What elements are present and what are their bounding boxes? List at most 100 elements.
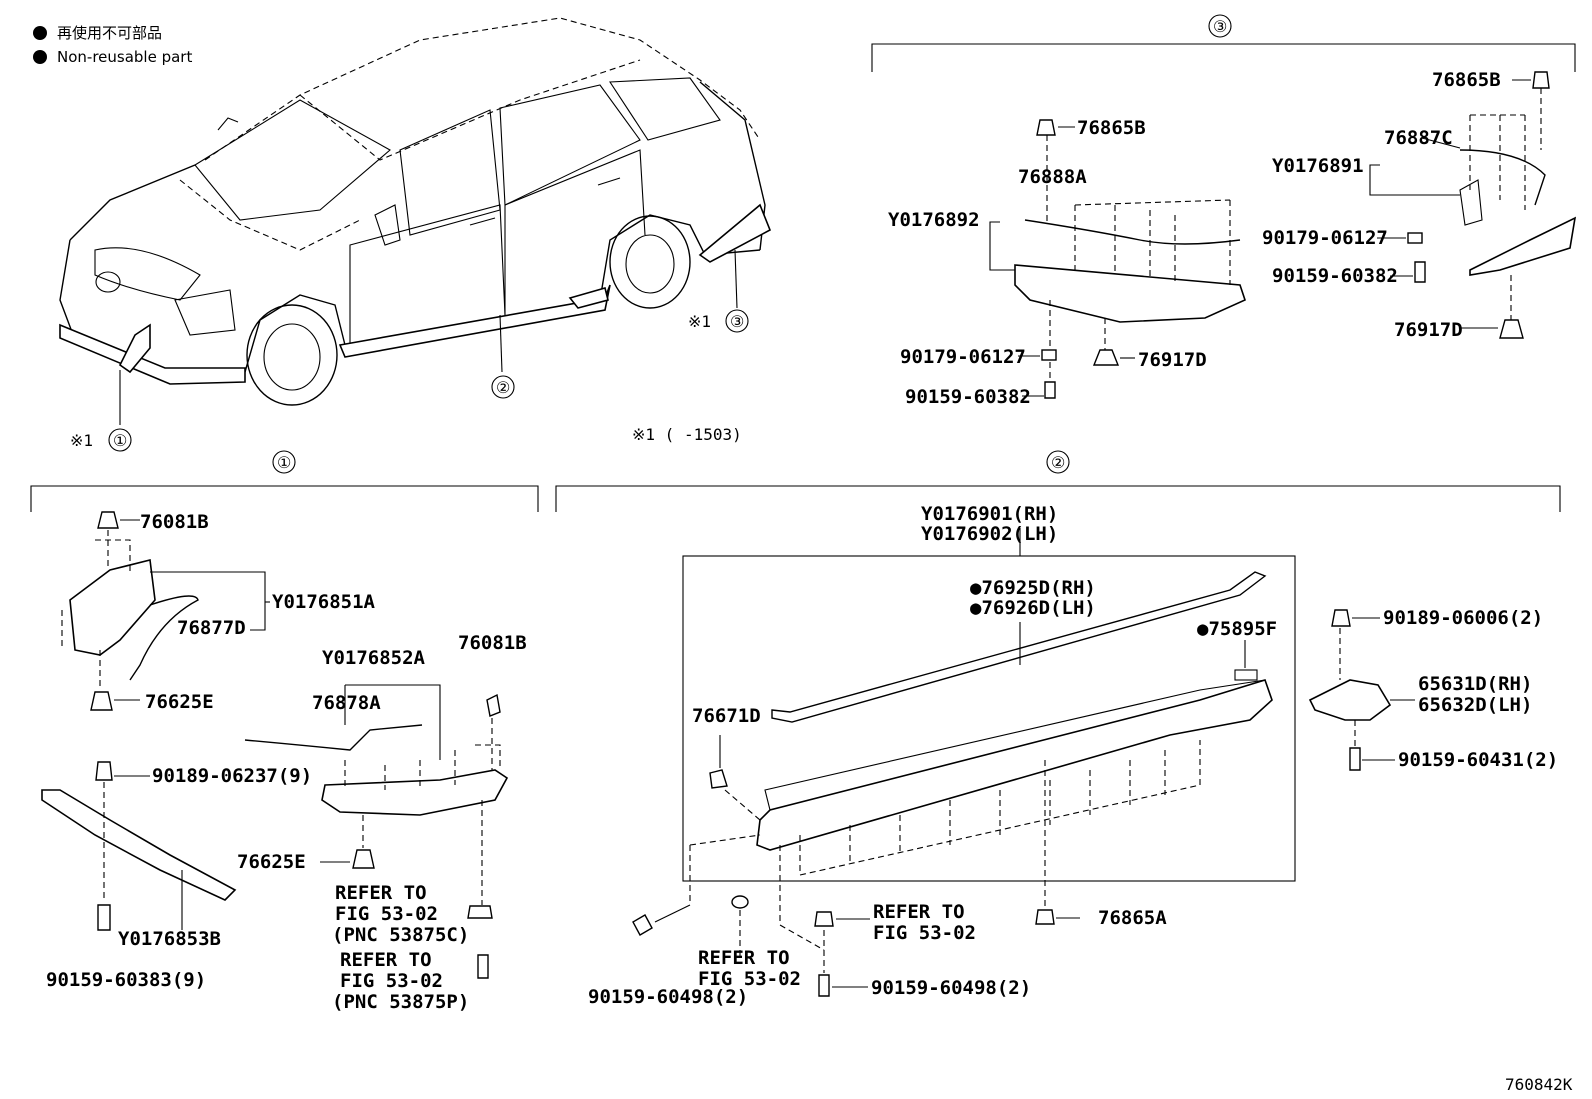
label-76925D-RH: ●76925D(RH) bbox=[970, 577, 1096, 599]
screw-icon bbox=[1414, 261, 1426, 283]
section-1-number: ① bbox=[277, 453, 291, 472]
lower-strip-part bbox=[41, 789, 237, 901]
label-90189-06006: 90189-06006(2) bbox=[1383, 607, 1543, 629]
clip-icon bbox=[97, 511, 119, 529]
label-90159-60383: 90159-60383(9) bbox=[46, 969, 206, 991]
refer-text: FIG 53-02 bbox=[698, 968, 801, 990]
side-sill-part bbox=[756, 679, 1273, 851]
callout-3: ③ bbox=[730, 312, 744, 331]
label-76887C: 76887C bbox=[1384, 127, 1453, 149]
vehicle-illustration bbox=[59, 17, 772, 425]
clip-icon bbox=[709, 769, 728, 789]
section-1: ① 76081B Y0176851A bbox=[30, 450, 539, 1013]
refer-text: FIG 53-02 bbox=[340, 970, 443, 992]
pad-75895F-shape bbox=[1234, 669, 1258, 681]
label-76671D: 76671D bbox=[692, 705, 761, 727]
clip-icon bbox=[1331, 609, 1351, 627]
refer-text: FIG 53-02 bbox=[873, 922, 976, 944]
screw-icon bbox=[632, 914, 653, 936]
nut-icon bbox=[467, 905, 493, 919]
clip-icon bbox=[1532, 71, 1550, 89]
section-2-bracket bbox=[555, 485, 1561, 512]
spoiler-right-part bbox=[1469, 216, 1577, 276]
clip-icon bbox=[90, 691, 113, 711]
label-75895F: ●75895F bbox=[1197, 618, 1277, 640]
molding-76888A-shape bbox=[1024, 219, 1241, 245]
label-Y0176853B: Y0176853B bbox=[118, 928, 221, 950]
legend-text-jp: 再使用不可部品 bbox=[57, 24, 162, 42]
label-Y0176851A: Y0176851A bbox=[272, 591, 376, 613]
vehicle-callouts: ※1 ① ② ※1 ③ ※1 ( -1503) bbox=[70, 309, 749, 452]
front-spoiler-part bbox=[321, 769, 509, 816]
label-76625E: 76625E bbox=[145, 691, 214, 713]
label-76081B: 76081B bbox=[458, 632, 527, 654]
label-76865B: 76865B bbox=[1077, 117, 1146, 139]
label-76878A: 76878A bbox=[312, 692, 381, 714]
spoiler-left-part bbox=[1014, 264, 1246, 323]
label-76877D: 76877D bbox=[177, 617, 246, 639]
screw-icon bbox=[477, 954, 489, 979]
legend-text-en: Non-reusable part bbox=[57, 48, 192, 66]
screw-icon bbox=[1349, 747, 1361, 771]
refer-text: REFER TO bbox=[335, 882, 427, 904]
label-76917D: 76917D bbox=[1138, 349, 1207, 371]
production-note: ※1 ( -1503) bbox=[632, 425, 742, 444]
label-76926D-LH: ●76926D(LH) bbox=[970, 597, 1096, 619]
clip-icon bbox=[1035, 909, 1055, 925]
label-90159-60382: 90159-60382 bbox=[905, 386, 1031, 408]
figure-code: 760842K bbox=[1505, 1075, 1573, 1094]
section-2: ② bbox=[555, 450, 1561, 1008]
non-reusable-bullet-icon bbox=[33, 50, 47, 64]
clip-icon bbox=[1499, 319, 1524, 339]
label-65632D-LH: 65632D(LH) bbox=[1418, 694, 1532, 716]
label-90159-60382: 90159-60382 bbox=[1272, 265, 1398, 287]
grommet-icon bbox=[731, 895, 749, 909]
label-90159-60498: 90159-60498(2) bbox=[588, 986, 748, 1008]
section-3-number: ③ bbox=[1213, 17, 1227, 36]
mudguard-part bbox=[1308, 679, 1392, 721]
clip-icon bbox=[486, 693, 501, 717]
label-90189-06237: 90189-06237(9) bbox=[152, 765, 312, 787]
section-3: ③ 76865B bbox=[871, 14, 1577, 408]
callout-1: ① bbox=[113, 431, 127, 450]
refer-text: REFER TO bbox=[340, 949, 432, 971]
legend: 再使用不可部品 Non-reusable part bbox=[33, 24, 192, 66]
section-3-bracket bbox=[871, 43, 1576, 72]
label-Y0176902-LH: Y0176902(LH) bbox=[921, 523, 1058, 545]
refer-text: REFER TO bbox=[698, 947, 790, 969]
front-corner-part bbox=[69, 559, 156, 656]
label-Y0176901-RH: Y0176901(RH) bbox=[921, 503, 1058, 525]
nut-icon bbox=[814, 911, 834, 927]
label-90159-60431: 90159-60431(2) bbox=[1398, 749, 1558, 771]
label-90179-06127: 90179-06127 bbox=[1262, 227, 1388, 249]
refer-text: REFER TO bbox=[873, 901, 965, 923]
note-mark: ※1 bbox=[70, 431, 93, 450]
nut-icon bbox=[95, 761, 113, 781]
label-Y0176892: Y0176892 bbox=[888, 209, 980, 231]
clip-icon bbox=[352, 849, 375, 869]
non-reusable-bullet-icon bbox=[33, 26, 47, 40]
label-90179-06127: 90179-06127 bbox=[900, 346, 1026, 368]
note-mark: ※1 bbox=[688, 312, 711, 331]
section-2-number: ② bbox=[1051, 453, 1065, 472]
label-76888A: 76888A bbox=[1018, 166, 1087, 188]
screw-icon bbox=[1044, 381, 1056, 399]
label-76081B: 76081B bbox=[140, 511, 209, 533]
screw-icon bbox=[818, 974, 830, 997]
refer-text: (PNC 53875C) bbox=[332, 924, 469, 946]
nut-icon bbox=[1041, 349, 1057, 361]
refer-text: FIG 53-02 bbox=[335, 903, 438, 925]
section-2-assembly-box bbox=[682, 555, 1296, 882]
refer-text: (PNC 53875P) bbox=[332, 991, 469, 1013]
clip-icon bbox=[1092, 349, 1120, 366]
clip-icon bbox=[1036, 119, 1056, 136]
molding-76877D-shape bbox=[129, 595, 199, 681]
tape-76925D-shape bbox=[771, 571, 1267, 723]
label-90159-60498: 90159-60498(2) bbox=[871, 977, 1031, 999]
label-76625E: 76625E bbox=[237, 851, 306, 873]
label-76917D: 76917D bbox=[1394, 319, 1463, 341]
label-76865B: 76865B bbox=[1432, 69, 1501, 91]
screw-icon bbox=[97, 904, 111, 931]
label-Y0176852A: Y0176852A bbox=[322, 647, 426, 669]
